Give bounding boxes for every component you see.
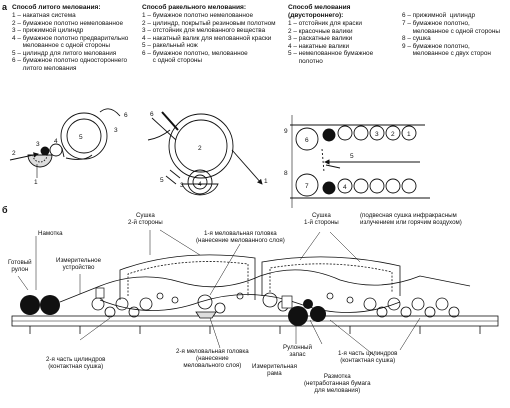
blade-coating-item: 2 – цилиндр, покрытый резиновым полотном [142, 19, 276, 27]
blade-coating-figure [147, 111, 263, 196]
cast-coating-item: 1 – накатная система [12, 12, 76, 19]
double-fig-num: 3 [375, 131, 379, 138]
cast-coating-item: 4 – бумажное полотно предварительно [12, 34, 129, 42]
label-cylinders-2: 2-я часть цилиндров (контактная сушка) [46, 356, 106, 371]
roll-reserve [288, 306, 308, 326]
dryer-hood-1 [261, 256, 401, 296]
blade-coating-item: 3 – отстойник для мелованного вещества [142, 27, 266, 34]
cast-coating-item: литого мелования [12, 64, 77, 72]
blade-fig-num: 2 [198, 145, 202, 152]
double-fig-num: 1 [407, 131, 411, 138]
coating-blade [161, 111, 179, 131]
cast-fig-num: 1 [34, 179, 38, 186]
double-coating-item-cont: 8 – сушка [402, 35, 431, 42]
press-cylinder-top [295, 127, 319, 151]
label-coating-head-2: 2-я меловальная головка (нанесение мелов… [176, 348, 249, 370]
paper-web-path [59, 269, 471, 303]
dryer-hood-2 [119, 254, 256, 300]
double-fig-num: 8 [284, 170, 288, 177]
unwinding-roll [310, 306, 326, 322]
blade-coating-title: Способ ракельного мелования: [142, 4, 247, 11]
double-coating-item-cont: мелованное с двух сторон [402, 50, 491, 57]
double-coating-item: 5 – немелованное бумажное [288, 50, 374, 57]
cast-fig-num: 5 [79, 134, 83, 141]
label-roll-reserve: Рулонный запас [283, 344, 312, 359]
double-coating-item: 2 – красочные валики [288, 27, 353, 35]
label-ready-roll: Готовый рулон [8, 259, 32, 274]
winding-roll [40, 295, 60, 315]
double-coating-item-cont: 9 – бумажное полотно, [402, 42, 470, 50]
contact-drying-cylinders-1 [363, 297, 460, 318]
blade-fig-num: 4 [198, 181, 202, 188]
label-measuring-frame: Измерительная рама [252, 363, 297, 378]
cast-coating-item: 2 – бумажное полотно немелованное [12, 19, 124, 27]
label-measuring-device: Измерительное устройство [56, 257, 102, 272]
cast-coating-item: 5 – цилиндр для литого мелования [12, 49, 117, 57]
cast-coating-item: 6 – бумажное полотно одностороннего [12, 57, 128, 64]
measuring-device [95, 287, 105, 299]
double-fig-num: 2 [391, 131, 395, 138]
double-coating-title-2: (двустороннего): [288, 12, 344, 19]
cast-fig-num: 2 [12, 150, 16, 157]
double-coating-item-cont: 7 – бумажное полотно, [402, 20, 470, 27]
double-coating-item: 1 – отстойник для краски [288, 20, 362, 27]
finished-roll [20, 295, 40, 315]
double-coating-title: Способ мелования [288, 4, 351, 11]
double-coating-item: полотно [288, 57, 323, 65]
double-coating-item: 4 – накатные валики [288, 42, 350, 50]
label-coating-head-1: 1-я меловальная головка (нанесение мелов… [196, 230, 285, 245]
blade-coating-item: 1 – бумажное полотно немелованное [142, 12, 254, 19]
label-drying-note: (подвесная сушка инфракрасным излучением… [360, 212, 462, 227]
panel-b-marker: б [2, 205, 8, 215]
coating-head-2 [195, 294, 226, 319]
cast-fig-num: 3 [114, 127, 118, 134]
rubber-covered-cylinder [168, 113, 234, 179]
leader-lines [17, 229, 421, 357]
applicator-roll [187, 169, 213, 195]
blade-fig-num: 6 [150, 111, 154, 118]
blade-coating-item: 6 – бумажное полотно, мелованное [142, 49, 248, 57]
label-drying-2: Сушка 2-й стороны [128, 212, 163, 227]
blade-in-web [151, 117, 177, 141]
cast-coating-item: мелованное с одной стороны [12, 42, 110, 49]
contact-drying-cylinders-2 [91, 297, 153, 318]
blade-fig-num: 5 [160, 177, 164, 184]
blade-coating-item: с одной стороны [142, 57, 203, 64]
frame-supports [29, 326, 481, 334]
double-fig-num: 5 [350, 153, 354, 160]
double-fig-num: 7 [305, 183, 309, 190]
measuring-frame [281, 295, 293, 309]
label-unwinding: Размотка (нетработанная бумага для мелов… [304, 373, 371, 395]
label-drying-1: Сушка 1-й стороны [304, 212, 339, 227]
press-cylinder-bottom [295, 173, 319, 197]
paper-web-out [231, 149, 263, 185]
blade-fig-num: 3 [180, 182, 184, 189]
blade-fig-num: 1 [264, 178, 268, 185]
label-cylinders-1: 1-я часть цилиндров (контактная сушка) [338, 350, 398, 365]
double-fig-num: 9 [284, 128, 288, 135]
double-coating-figure [290, 115, 430, 208]
cast-fig-num: 6 [124, 112, 128, 119]
cast-coating-title: Способ литого мелования: [12, 4, 101, 11]
cast-coating-item: 3 – прижимной цилиндр [12, 27, 84, 34]
double-fig-num: 4 [343, 184, 347, 191]
paper-web-out [99, 108, 121, 117]
blade-coating-item: 5 – ракельный нож [142, 42, 198, 49]
panel-a-marker: a [2, 2, 8, 12]
double-coating-item-cont: 6 – прижимной цилиндр [402, 12, 476, 19]
small-rollers [156, 292, 354, 304]
cast-coating-figure [9, 108, 121, 178]
blade-coating-item: 4 – накатный валик для мелованной краски [142, 34, 272, 42]
cast-fig-num: 4 [54, 138, 58, 145]
cast-fig-num: 3 [36, 141, 40, 148]
double-coating-item-cont: мелованное с одной стороны [402, 27, 500, 35]
paper-web-in [9, 152, 39, 161]
label-winding: Намотка [38, 230, 63, 237]
double-fig-num: 6 [305, 137, 309, 144]
double-coating-item: 3 – раскатные валики [288, 35, 353, 42]
